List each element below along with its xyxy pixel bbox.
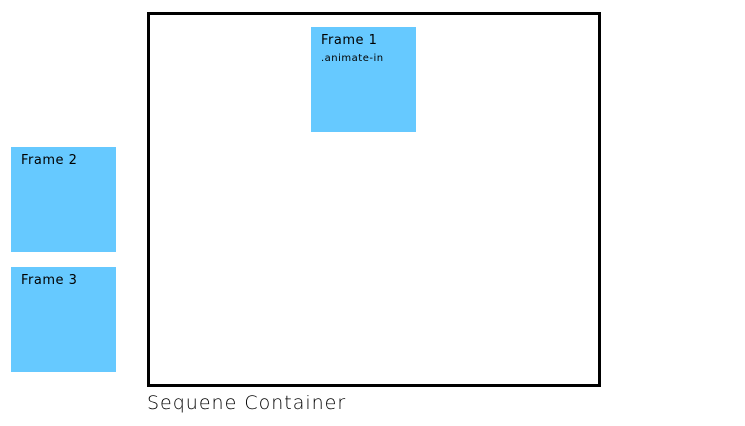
frame-1-title: Frame 1 <box>321 33 378 48</box>
frame-1-class-label: .animate-in <box>321 53 384 64</box>
frame-1: Frame 1 .animate-in <box>311 27 416 132</box>
frame-2-title: Frame 2 <box>21 153 78 168</box>
frame-3: Frame 3 <box>11 267 116 372</box>
frame-2: Frame 2 <box>11 147 116 252</box>
frame-3-title: Frame 3 <box>21 273 78 288</box>
sequence-container-label: Sequene Container <box>147 392 347 414</box>
